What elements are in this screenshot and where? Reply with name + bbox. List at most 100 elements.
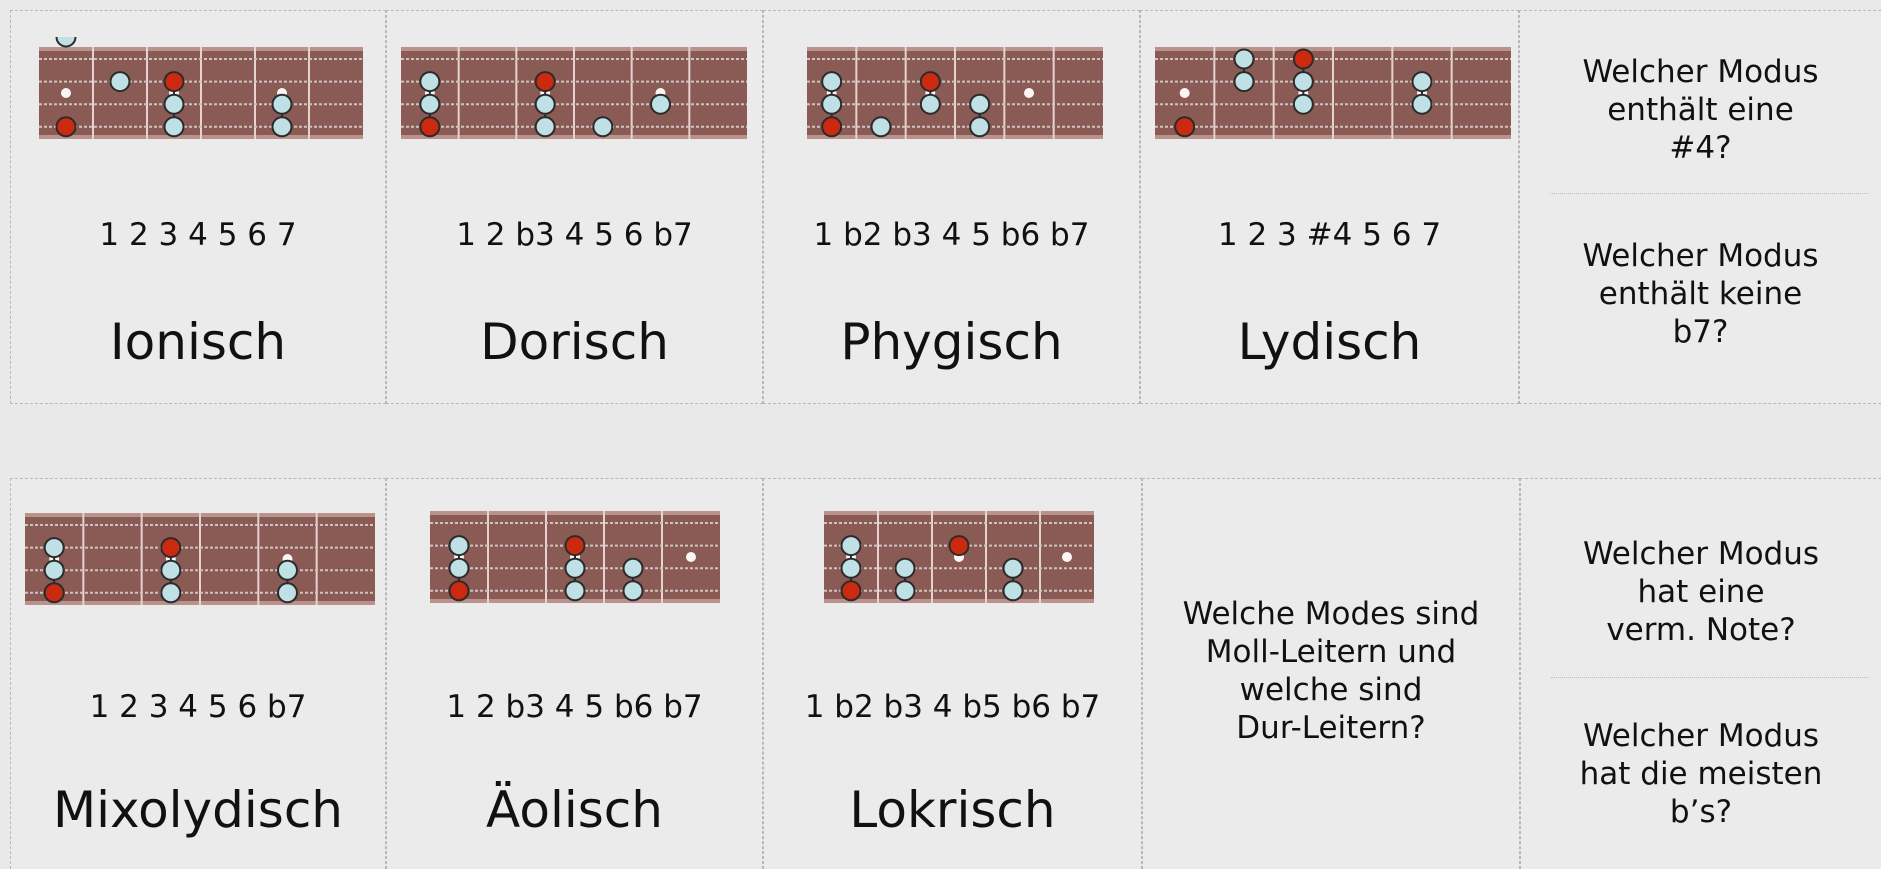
scale-note-dot	[45, 561, 64, 580]
scale-note-dot	[536, 95, 555, 114]
question-divider	[1551, 677, 1869, 678]
scale-note-dot	[450, 559, 469, 578]
interval-formula: 1 2 3 4 5 6 7	[11, 217, 385, 253]
root-note-dot	[566, 536, 585, 555]
mode-card-mixolydisch: 1 2 3 4 5 6 b7 Mixolydisch	[10, 478, 386, 869]
scale-note-dot	[536, 117, 555, 136]
root-note-dot	[822, 117, 841, 136]
root-note-dot	[950, 536, 969, 555]
interval-formula: 1 2 b3 4 5 6 b7	[387, 217, 762, 253]
root-note-dot	[161, 538, 180, 557]
interval-formula: 1 b2 b3 4 b5 b6 b7	[764, 689, 1141, 725]
scale-note-dot	[450, 536, 469, 555]
root-note-dot	[420, 117, 439, 136]
root-note-dot	[1294, 50, 1313, 69]
root-note-dot	[842, 581, 861, 600]
interval-formula: 1 2 3 #4 5 6 7	[1141, 217, 1518, 253]
scale-note-dot	[822, 72, 841, 91]
scale-note-dot	[1413, 72, 1432, 91]
question-text: Welche Modes sind Moll-Leitern und welch…	[1143, 595, 1519, 747]
mode-card-dorisch: 1 2 b3 4 5 6 b7 Dorisch	[386, 10, 763, 404]
mode-name: Lokrisch	[764, 781, 1141, 839]
scale-note-dot	[896, 581, 915, 600]
question-text: Welcher Modus enthält keine b7?	[1520, 237, 1881, 351]
root-note-dot	[1175, 117, 1194, 136]
question-text: Welcher Modus hat die meisten b’s?	[1521, 717, 1881, 831]
scale-note-dot	[273, 95, 292, 114]
root-note-dot	[45, 583, 64, 602]
scale-note-dot	[842, 536, 861, 555]
mode-card-lokrisch: 1 b2 b3 4 b5 b6 b7 Lokrisch	[763, 478, 1142, 869]
root-note-dot	[450, 581, 469, 600]
scale-note-dot	[624, 559, 643, 578]
root-note-dot	[921, 72, 940, 91]
scale-note-dot	[111, 72, 130, 91]
inlay-marker	[1180, 88, 1190, 98]
scale-note-dot	[970, 117, 989, 136]
fretboard-diagram	[430, 501, 720, 613]
mode-name: Dorisch	[387, 313, 762, 371]
question-divider	[1550, 193, 1869, 194]
inlay-marker	[61, 88, 71, 98]
mode-card-ionisch: 1 2 3 4 5 6 7 Ionisch	[10, 10, 386, 404]
mode-card-lydisch: 1 2 3 #4 5 6 7 Lydisch	[1140, 10, 1519, 404]
scale-note-dot	[165, 117, 184, 136]
inlay-marker	[686, 552, 696, 562]
mode-card-aeolisch: 1 2 b3 4 5 b6 b7 Äolisch	[386, 478, 763, 869]
question-card: Welche Modes sind Moll-Leitern und welch…	[1142, 478, 1520, 869]
fretboard-edge	[824, 599, 1094, 603]
mode-name: Lydisch	[1141, 313, 1518, 371]
scale-note-dot	[161, 561, 180, 580]
question-text: Welcher Modus hat eine verm. Note?	[1521, 535, 1881, 649]
scale-note-dot	[57, 37, 76, 47]
scale-note-dot	[165, 95, 184, 114]
scale-note-dot	[161, 583, 180, 602]
root-note-dot	[165, 72, 184, 91]
scale-note-dot	[273, 117, 292, 136]
scale-note-dot	[278, 561, 297, 580]
question-text: Welcher Modus enthält eine #4?	[1520, 53, 1881, 167]
scale-note-dot	[420, 95, 439, 114]
scale-note-dot	[278, 583, 297, 602]
mode-name: Ionisch	[11, 313, 385, 371]
scale-note-dot	[1004, 559, 1023, 578]
question-card: Welcher Modus enthält eine #4? Welcher M…	[1519, 10, 1881, 404]
fretboard-edge	[430, 511, 720, 515]
interval-formula: 1 2 b3 4 5 b6 b7	[387, 689, 762, 725]
mode-name: Mixolydisch	[11, 781, 385, 839]
scale-note-dot	[566, 581, 585, 600]
inlay-marker	[1024, 88, 1034, 98]
scale-note-dot	[1294, 72, 1313, 91]
fretboard-diagram	[1155, 37, 1511, 149]
scale-note-dot	[921, 95, 940, 114]
scale-note-dot	[420, 72, 439, 91]
fretboard-diagram	[25, 503, 375, 615]
scale-note-dot	[970, 95, 989, 114]
fretboard-diagram	[807, 37, 1103, 149]
fretboard-diagram	[401, 37, 747, 149]
root-note-dot	[536, 72, 555, 91]
mode-name: Äolisch	[387, 781, 762, 839]
scale-note-dot	[1004, 581, 1023, 600]
scale-note-dot	[651, 95, 670, 114]
fretboard-diagram	[39, 37, 363, 149]
fretboard-edge	[824, 511, 1094, 515]
scale-note-dot	[872, 117, 891, 136]
interval-formula: 1 2 3 4 5 6 b7	[11, 689, 385, 725]
scale-note-dot	[1413, 95, 1432, 114]
scale-note-dot	[896, 559, 915, 578]
mode-card-phygisch: 1 b2 b3 4 5 b6 b7 Phygisch	[763, 10, 1140, 404]
mode-name: Phygisch	[764, 313, 1139, 371]
inlay-marker	[1062, 552, 1072, 562]
scale-note-dot	[822, 95, 841, 114]
scale-note-dot	[45, 538, 64, 557]
scale-note-dot	[624, 581, 643, 600]
fretboard-diagram	[824, 501, 1094, 613]
question-card: Welcher Modus hat eine verm. Note? Welch…	[1520, 478, 1881, 869]
root-note-dot	[57, 117, 76, 136]
scale-note-dot	[842, 559, 861, 578]
scale-note-dot	[566, 559, 585, 578]
scale-note-dot	[1294, 95, 1313, 114]
scale-note-dot	[1235, 72, 1254, 91]
scale-note-dot	[593, 117, 612, 136]
